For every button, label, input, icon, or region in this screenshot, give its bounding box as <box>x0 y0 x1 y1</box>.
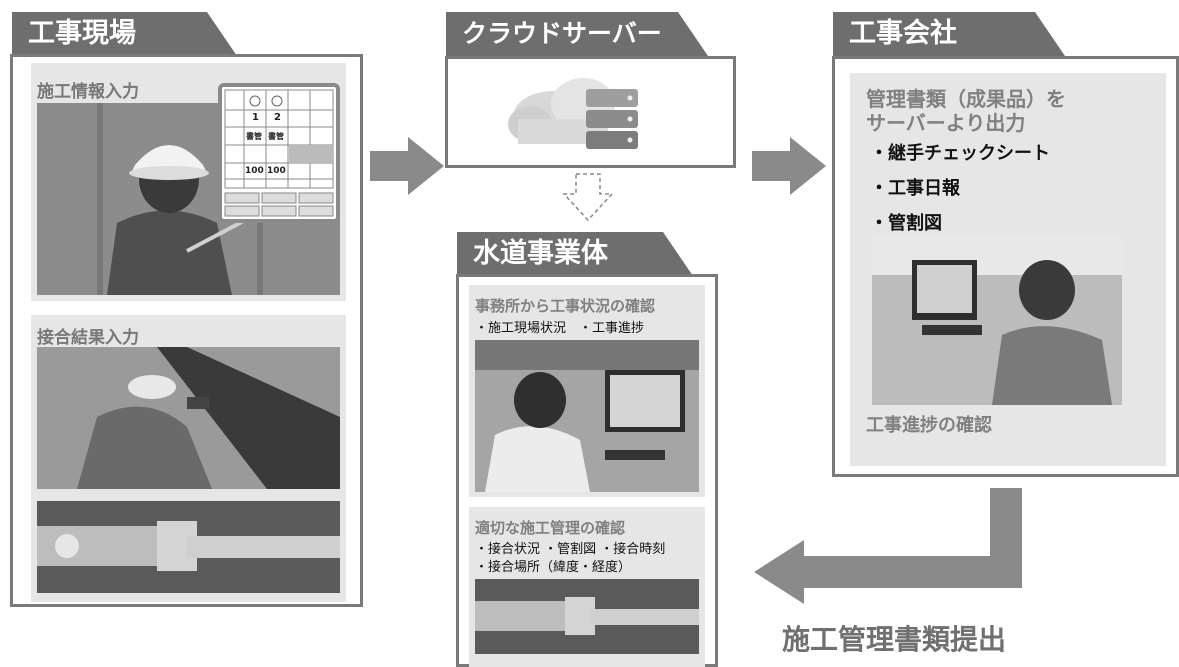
water-pipe-photo <box>475 579 699 654</box>
office-illustration <box>475 340 699 492</box>
water-office-panel: 事務所から工事状況の確認 ・施工現場状況 ・工事進捗 <box>469 285 705 497</box>
tablet-cell-3a: 100 <box>245 166 264 176</box>
site-input-label: 施工情報入力 <box>37 82 139 102</box>
tablet-cell-3b: 100 <box>267 166 286 176</box>
company-item-checksheet: ・継手チェックシート <box>870 143 1050 164</box>
company-panel: 管理書類（成果品）を サーバーより出力 ・継手チェックシート ・工事日報 ・管割… <box>850 73 1166 466</box>
arrow-company-to-water <box>754 488 1022 604</box>
water-office-title: 事務所から工事状況の確認 <box>475 297 656 315</box>
water-frame: 事務所から工事状況の確認 ・施工現場状況 ・工事進捗 適切な施工管理の確認 ・接… <box>456 274 718 667</box>
company-office-illustration <box>872 235 1122 405</box>
cloud-server-icon <box>508 78 638 149</box>
pipe-illustration <box>37 501 340 593</box>
company-frame: 管理書類（成果品）を サーバーより出力 ・継手チェックシート ・工事日報 ・管割… <box>832 56 1179 477</box>
dashed-arrow-cloud-to-water <box>562 173 614 222</box>
joint-work-photo <box>37 347 340 489</box>
tablet-screen: 1 2 書管 書管 100 100 <box>218 83 340 223</box>
company-item-daily-report: ・工事日報 <box>870 178 960 199</box>
site-joint-panel: 接合結果入力 <box>31 315 346 602</box>
company-output-title-2: サーバーより出力 <box>866 111 1026 135</box>
submit-docs-label: 施工管理書類提出 <box>782 623 1007 656</box>
water-mgmt-items-2: ・接合場所（緯度・経度） <box>475 560 632 575</box>
company-office-photo <box>872 235 1122 405</box>
office-photo <box>475 340 699 492</box>
company-output-title-1: 管理書類（成果品）を <box>866 87 1066 111</box>
tablet-cell-1a: 1 <box>252 112 259 123</box>
tablet-cell-1b: 2 <box>274 112 281 123</box>
tablet-cell-2a: 書管 <box>246 132 262 141</box>
joint-work-illustration <box>37 347 340 489</box>
water-pipe-illustration <box>475 579 699 654</box>
cloud-frame <box>445 56 736 168</box>
water-tab: 水道事業体 <box>457 232 693 276</box>
arrow-cloud-to-company <box>752 137 826 195</box>
water-mgmt-title: 適切な施工管理の確認 <box>475 519 626 537</box>
joint-pipe-photo <box>37 501 340 593</box>
cloud-tab: クラウドサーバー <box>446 12 708 56</box>
company-tab: 工事会社 <box>833 12 1065 56</box>
water-mgmt-items-1: ・接合状況 ・管割図 ・接合時刻 <box>475 542 666 557</box>
water-mgmt-panel: 適切な施工管理の確認 ・接合状況 ・管割図 ・接合時刻 ・接合場所（緯度・経度） <box>469 507 705 667</box>
water-office-items: ・施工現場状況 ・工事進捗 <box>475 321 645 336</box>
site-input-panel: 施工情報入力 <box>31 63 346 301</box>
company-item-pipe-map: ・管割図 <box>870 213 942 234</box>
company-progress-label: 工事進捗の確認 <box>866 415 992 436</box>
site-frame: 施工情報入力 <box>10 54 363 607</box>
site-tab: 工事現場 <box>12 12 237 56</box>
tablet-grid <box>224 89 334 217</box>
site-joint-label: 接合結果入力 <box>37 328 139 348</box>
arrow-site-to-cloud <box>370 137 444 195</box>
tablet-cell-2b: 書管 <box>268 132 284 141</box>
